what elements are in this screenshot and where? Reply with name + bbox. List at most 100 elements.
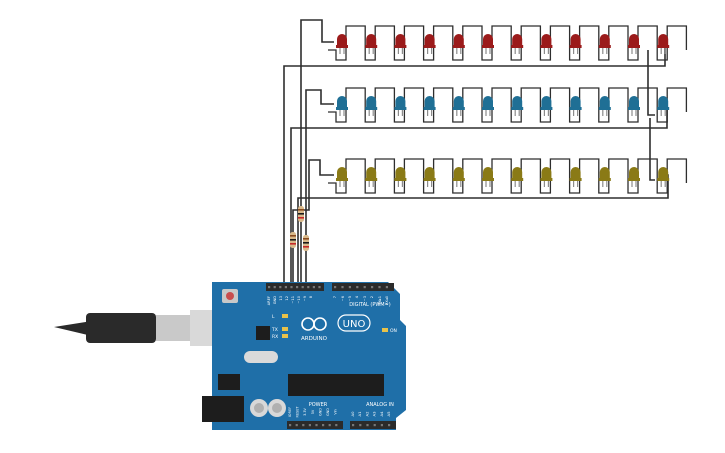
led-red[interactable] xyxy=(657,34,670,54)
led-yellow[interactable] xyxy=(336,167,348,187)
led-body xyxy=(453,167,464,180)
arduino-uno-board[interactable]: UNO ARDUINO DIGITAL (PWM~) POWER ANALOG … xyxy=(202,282,406,430)
led-red[interactable] xyxy=(365,34,378,54)
wire-red-anode xyxy=(300,19,334,282)
header-pin[interactable] xyxy=(302,424,305,427)
led-red[interactable] xyxy=(569,34,582,54)
header-pin[interactable] xyxy=(366,424,369,427)
header-pin[interactable] xyxy=(295,424,298,427)
resistor[interactable] xyxy=(298,206,304,222)
led-red[interactable] xyxy=(336,34,348,54)
resistor-band xyxy=(303,238,309,240)
wire-link-2 xyxy=(649,118,655,181)
header-pin[interactable] xyxy=(312,286,315,289)
header-pin[interactable] xyxy=(334,286,337,289)
led-blue[interactable] xyxy=(511,96,524,116)
tx-label: TX xyxy=(271,327,278,333)
led-body xyxy=(337,167,347,180)
led-rim xyxy=(423,178,436,181)
header-pin[interactable] xyxy=(335,424,338,427)
led-rim xyxy=(628,178,640,181)
led-yellow[interactable] xyxy=(540,167,553,187)
pin-label-analog: A0 xyxy=(350,411,355,417)
led-yellow[interactable] xyxy=(482,167,494,187)
led-blue[interactable] xyxy=(365,96,378,116)
header-pin[interactable] xyxy=(352,424,355,427)
header-pin[interactable] xyxy=(284,286,287,289)
led-body xyxy=(395,96,406,109)
header-pin[interactable] xyxy=(341,286,344,289)
header-pin[interactable] xyxy=(301,286,304,289)
led-body xyxy=(629,34,639,47)
header-pin[interactable] xyxy=(371,286,374,289)
led-rim xyxy=(511,45,524,48)
led-blue[interactable] xyxy=(423,96,436,116)
led-body xyxy=(658,34,669,47)
header-pin[interactable] xyxy=(290,286,293,289)
pin-label-power: IOREF xyxy=(288,407,292,417)
header-pin[interactable] xyxy=(322,424,325,427)
resistor[interactable] xyxy=(290,232,296,248)
header-pin[interactable] xyxy=(348,286,351,289)
led-blue[interactable] xyxy=(394,96,407,116)
header-pin[interactable] xyxy=(380,424,383,427)
header-pin[interactable] xyxy=(273,286,276,289)
header-pin[interactable] xyxy=(279,286,282,289)
led-red[interactable] xyxy=(452,34,465,54)
led-yellow[interactable] xyxy=(511,167,524,187)
led-rim xyxy=(336,107,348,110)
header-pin[interactable] xyxy=(289,424,292,427)
header-pin[interactable] xyxy=(296,286,299,289)
led-blue[interactable] xyxy=(482,96,494,116)
pin-label-power: 3.3V xyxy=(303,407,307,415)
led-red[interactable] xyxy=(482,34,494,54)
wire-link-1 xyxy=(647,50,655,116)
led-rim xyxy=(423,45,436,48)
led-yellow[interactable] xyxy=(394,167,407,187)
led-blue[interactable] xyxy=(540,96,553,116)
header-pin[interactable] xyxy=(388,424,391,427)
led-yellow[interactable] xyxy=(628,167,640,187)
led-red[interactable] xyxy=(511,34,524,54)
header-pin[interactable] xyxy=(328,424,331,427)
led-yellow[interactable] xyxy=(569,167,582,187)
reset-button-cap[interactable] xyxy=(226,292,234,300)
wire-blue-anode xyxy=(305,89,334,282)
led-red[interactable] xyxy=(628,34,640,54)
led-red[interactable] xyxy=(394,34,407,54)
header-pin[interactable] xyxy=(385,286,388,289)
header-pin[interactable] xyxy=(378,286,381,289)
led-yellow[interactable] xyxy=(423,167,436,187)
header-pin[interactable] xyxy=(318,286,321,289)
led-red[interactable] xyxy=(423,34,436,54)
header-pin[interactable] xyxy=(356,286,359,289)
led-red[interactable] xyxy=(598,34,611,54)
led-body xyxy=(541,96,552,109)
led-yellow[interactable] xyxy=(657,167,670,187)
capacitor-2-top xyxy=(272,403,282,413)
led-blue[interactable] xyxy=(569,96,582,116)
led-blue[interactable] xyxy=(628,96,640,116)
led-red[interactable] xyxy=(540,34,553,54)
usb-plug-body xyxy=(86,313,156,343)
header-pin[interactable] xyxy=(315,424,318,427)
wire-yellow-return xyxy=(297,174,669,282)
header-pin[interactable] xyxy=(307,286,310,289)
led-blue[interactable] xyxy=(336,96,348,116)
header-pin[interactable] xyxy=(363,286,366,289)
header-pin[interactable] xyxy=(268,286,271,289)
led-yellow[interactable] xyxy=(452,167,465,187)
led-blue[interactable] xyxy=(598,96,611,116)
led-rim xyxy=(365,45,378,48)
led-body xyxy=(599,34,610,47)
led-rim xyxy=(511,178,524,181)
led-blue[interactable] xyxy=(452,96,465,116)
resistor[interactable] xyxy=(303,235,309,251)
led-blue[interactable] xyxy=(657,96,670,116)
header-pin[interactable] xyxy=(373,424,376,427)
led-body xyxy=(424,96,435,109)
led-yellow[interactable] xyxy=(598,167,611,187)
header-pin[interactable] xyxy=(359,424,362,427)
header-pin[interactable] xyxy=(308,424,311,427)
led-yellow[interactable] xyxy=(365,167,378,187)
